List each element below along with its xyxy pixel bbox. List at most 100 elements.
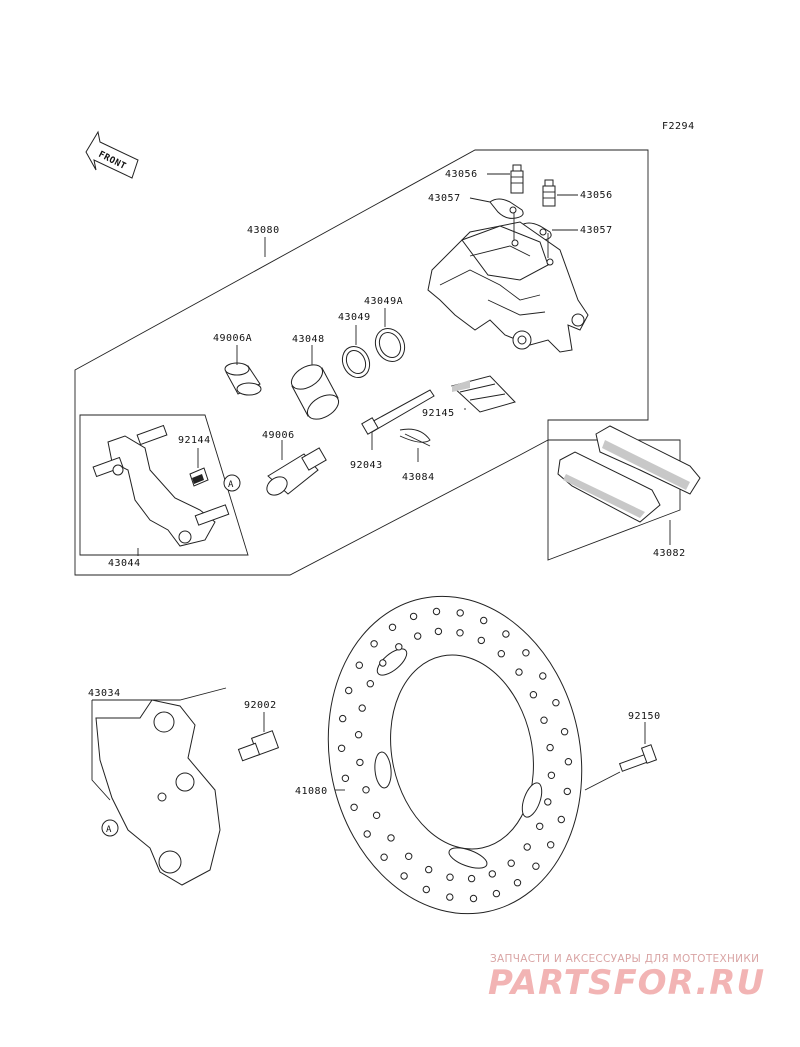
disc-hole — [523, 843, 531, 851]
pad-retainer-part — [189, 467, 209, 487]
disc-hole — [434, 627, 443, 636]
disc-hole — [356, 758, 364, 767]
label-43048: 43048 — [292, 334, 325, 345]
disc-hole — [370, 640, 378, 648]
disc-hole — [539, 672, 547, 680]
disc-hole — [446, 893, 454, 901]
disc-hole — [469, 894, 478, 903]
disc-hole — [388, 623, 397, 631]
label-43080: 43080 — [247, 225, 280, 236]
label-41080: 41080 — [295, 786, 328, 797]
label-43082: 43082 — [653, 548, 686, 559]
disc-hole — [480, 616, 488, 625]
disc-hole — [379, 659, 387, 667]
label-92145: 92145 — [422, 408, 455, 419]
label-43057-left: 43057 — [428, 193, 461, 204]
disc-hole — [513, 879, 522, 887]
disc-hole — [557, 815, 565, 824]
label-43049A: 43049A — [364, 296, 403, 307]
disc-hole — [540, 716, 548, 724]
label-43056-right: 43056 — [580, 190, 613, 201]
piston-part — [290, 364, 340, 420]
label-43056-left: 43056 — [445, 169, 478, 180]
label-49006: 49006 — [262, 430, 295, 441]
disc-hole — [395, 643, 403, 651]
disc-hole — [467, 874, 476, 883]
label-43034: 43034 — [88, 688, 121, 699]
svg-text:A: A — [106, 825, 112, 835]
disc-bolt-part — [618, 744, 658, 772]
disc-hole — [387, 834, 395, 842]
caliper-holder-part — [95, 699, 221, 886]
disc-hole — [405, 852, 413, 860]
disc-hole — [341, 774, 350, 782]
mounting-bolt-part — [237, 730, 280, 762]
disc-hole — [497, 650, 505, 658]
diagram-code: F2294 — [662, 121, 695, 132]
disc-hole — [536, 822, 544, 830]
disc-hole — [358, 704, 366, 712]
front-arrow-icon: FRONT — [85, 130, 139, 179]
caliper-bracket-part — [92, 424, 230, 547]
disc-hole — [456, 629, 464, 637]
label-43044: 43044 — [108, 558, 141, 569]
pad-spring-part — [450, 375, 516, 413]
disc-hole — [502, 630, 510, 638]
svg-text:A: A — [228, 480, 234, 490]
disc-hole — [372, 811, 381, 819]
disc-hole — [350, 803, 358, 811]
label-43057-right: 43057 — [580, 225, 613, 236]
disc-hole — [532, 862, 540, 870]
disc-hole — [339, 714, 347, 723]
disc-hole — [414, 632, 422, 640]
bracket-frame — [79, 414, 249, 556]
disc-hole — [507, 859, 515, 867]
watermark-logo: PARTSFOR.RU — [488, 963, 766, 1003]
caliper-body-part — [427, 213, 589, 353]
caliper-assembly-frame — [74, 149, 649, 576]
disc-hole — [446, 873, 454, 881]
disc-hole — [515, 668, 523, 676]
disc-hole — [355, 661, 363, 669]
disc-hole — [552, 699, 560, 707]
disc-hole — [345, 686, 353, 695]
label-92150: 92150 — [628, 711, 661, 722]
disc-hole — [380, 853, 388, 861]
disc-hole — [477, 636, 485, 645]
reference-marker-a-bottom: A — [101, 819, 119, 837]
disc-hole — [432, 607, 441, 616]
disc-hole — [544, 798, 552, 806]
disc-hole — [563, 787, 571, 796]
label-43049: 43049 — [338, 312, 371, 323]
disc-hole — [546, 743, 554, 752]
label-49006A: 49006A — [213, 333, 252, 344]
disc-hole — [560, 728, 569, 736]
disc-hole — [547, 771, 556, 779]
disc-hole — [456, 609, 464, 617]
brake-disc-part — [327, 595, 583, 915]
watermark-tagline: ЗАПЧАСТИ И АКСЕССУАРЫ ДЛЯ МОТОТЕХНИКИ — [490, 953, 760, 965]
disc-hole — [547, 841, 555, 849]
bleeder-valve-part — [510, 164, 556, 207]
pin-clip-part — [399, 428, 431, 447]
label-92144: 92144 — [178, 435, 211, 446]
disc-hole — [522, 649, 530, 657]
dust-boot-49006A-part — [224, 362, 262, 396]
disc-hole — [409, 612, 418, 621]
disc-hole — [362, 786, 370, 794]
label-92043: 92043 — [350, 460, 383, 471]
disc-hole — [422, 885, 430, 894]
disc-hole — [354, 731, 363, 739]
dust-boot-49006-part — [266, 447, 327, 496]
pad-pin-part — [361, 389, 435, 435]
label-92002: 92002 — [244, 700, 277, 711]
disc-hole — [425, 865, 433, 874]
disc-hole — [400, 872, 408, 880]
disc-hole — [488, 870, 496, 878]
disc-hole — [492, 889, 501, 898]
disc-hole — [529, 691, 538, 699]
disc-hole — [363, 830, 371, 838]
disc-hole — [366, 680, 374, 688]
disc-hole — [564, 758, 573, 766]
